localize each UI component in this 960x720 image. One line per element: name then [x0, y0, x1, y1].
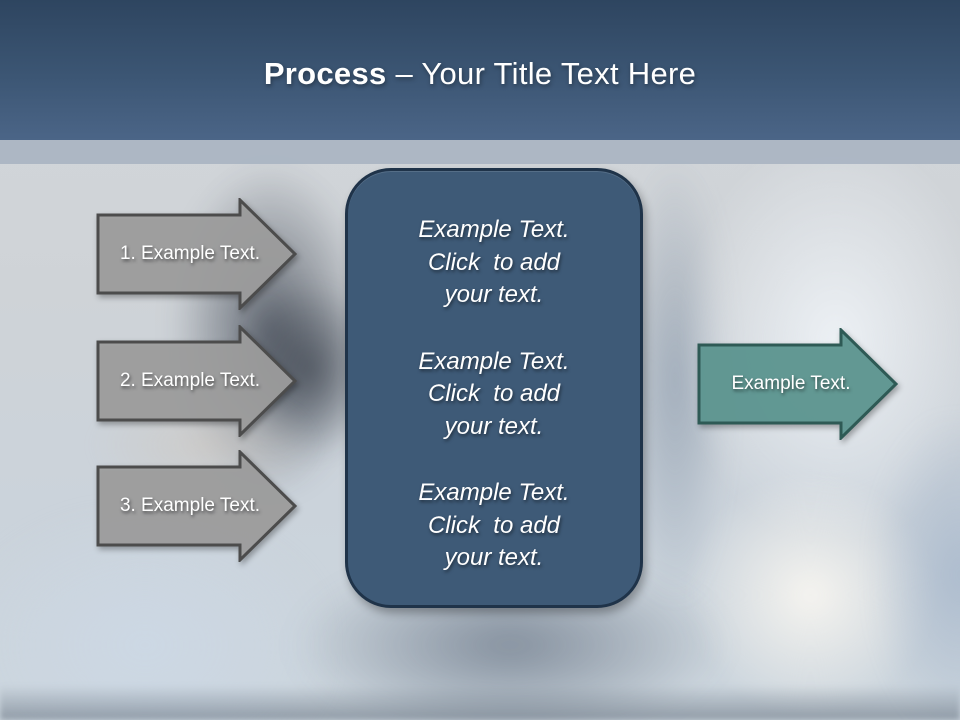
title-band-divider: [0, 140, 960, 164]
photo-blob: [0, 685, 960, 720]
right-arrow-shape-icon: [96, 450, 298, 562]
title-band: Process – Your Title Text Here: [0, 0, 960, 140]
step-arrow-1-label: 1. Example Text.: [119, 243, 261, 264]
right-arrow-shape-icon: [96, 198, 298, 310]
step-arrow-2[interactable]: 2. Example Text.: [96, 325, 298, 437]
output-arrow[interactable]: Example Text.: [697, 328, 899, 440]
right-arrow-shape-icon: [96, 325, 298, 437]
right-arrow-shape-icon: [697, 328, 899, 440]
step-arrow-2-label: 2. Example Text.: [119, 370, 261, 391]
photo-blob: [688, 475, 933, 715]
panel-paragraph-2: Example Text. Click to add your text.: [418, 347, 570, 440]
process-text-panel[interactable]: Example Text. Click to add your text. Ex…: [345, 168, 643, 608]
panel-paragraph-1: Example Text. Click to add your text.: [418, 216, 570, 308]
page-title-emphasis: Process: [263, 56, 387, 91]
panel-paragraph-3: Example Text. Click to add your text.: [418, 479, 570, 571]
step-arrow-1[interactable]: 1. Example Text.: [96, 198, 298, 310]
photo-blob: [875, 420, 960, 720]
page-title-rest: – Your Title Text Here: [386, 56, 697, 91]
step-arrow-3-label: 3. Example Text.: [119, 495, 261, 516]
output-arrow-label: Example Text.: [731, 373, 851, 394]
step-arrow-3[interactable]: 3. Example Text.: [96, 450, 298, 562]
page-title: Process – Your Title Text Here: [264, 56, 696, 92]
